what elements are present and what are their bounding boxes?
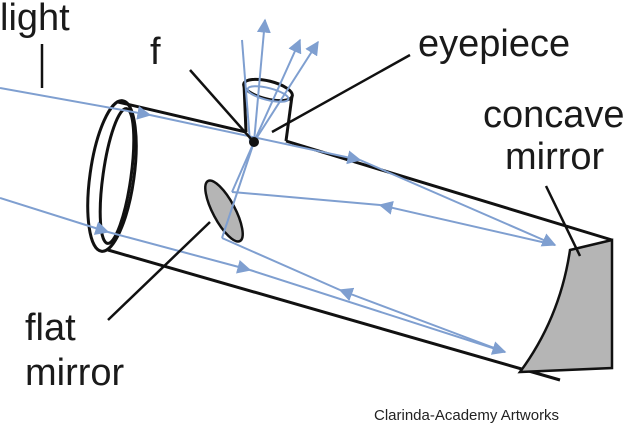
tube-top-edge-front (117, 100, 247, 134)
exit-ray-1 (253, 18, 271, 143)
eyepiece-lens (246, 85, 290, 103)
eyepiece-tube (242, 77, 294, 142)
concave-mirror-label-line1: concave (483, 94, 625, 136)
tube-front-opening-outer (86, 99, 138, 253)
reflected-ray-bottom-end (221, 237, 341, 291)
incoming-ray-bottom (0, 197, 110, 235)
eyepiece-left-wall (242, 83, 248, 133)
concave-mirror-leader (544, 185, 582, 257)
credit-text: Clarinda-Academy Artworks (374, 407, 559, 424)
tube-front-opening-inner (98, 107, 136, 245)
reflected-ray-top-end (231, 191, 381, 206)
exit-ray-3 (253, 40, 319, 143)
ray-top-to-concave (359, 159, 557, 247)
flat-mirror-label-line1: flat (25, 307, 76, 349)
eyepiece-leader (271, 53, 411, 134)
exit-ray-2 (253, 38, 302, 143)
eyepiece-right-wall (284, 95, 294, 142)
tube-bottom-edge (107, 248, 561, 382)
ray-bottom-to-concave (249, 269, 507, 355)
reflected-ray-bottom (338, 287, 506, 353)
reflected-ray-top (378, 200, 556, 246)
exit-ray-4 (241, 39, 251, 143)
telescope-tube (86, 99, 613, 382)
leader-lines (40, 44, 582, 321)
light-rays (0, 18, 557, 355)
tube-top-edge-back (285, 139, 613, 242)
eyepiece-label: eyepiece (418, 23, 570, 65)
mirror-to-focus-b (221, 141, 255, 239)
focus-label: f (150, 31, 161, 73)
flat-mirror-label-line2: mirror (25, 352, 125, 394)
light-label: light (0, 0, 70, 39)
flat-mirror-leader (107, 221, 211, 321)
flat-mirror-shape (204, 179, 244, 243)
concave-mirror-shape (517, 238, 614, 374)
incoming-ray-top (0, 87, 152, 120)
focus-leader (189, 69, 253, 141)
concave-mirror-label-line2: mirror (505, 136, 605, 178)
